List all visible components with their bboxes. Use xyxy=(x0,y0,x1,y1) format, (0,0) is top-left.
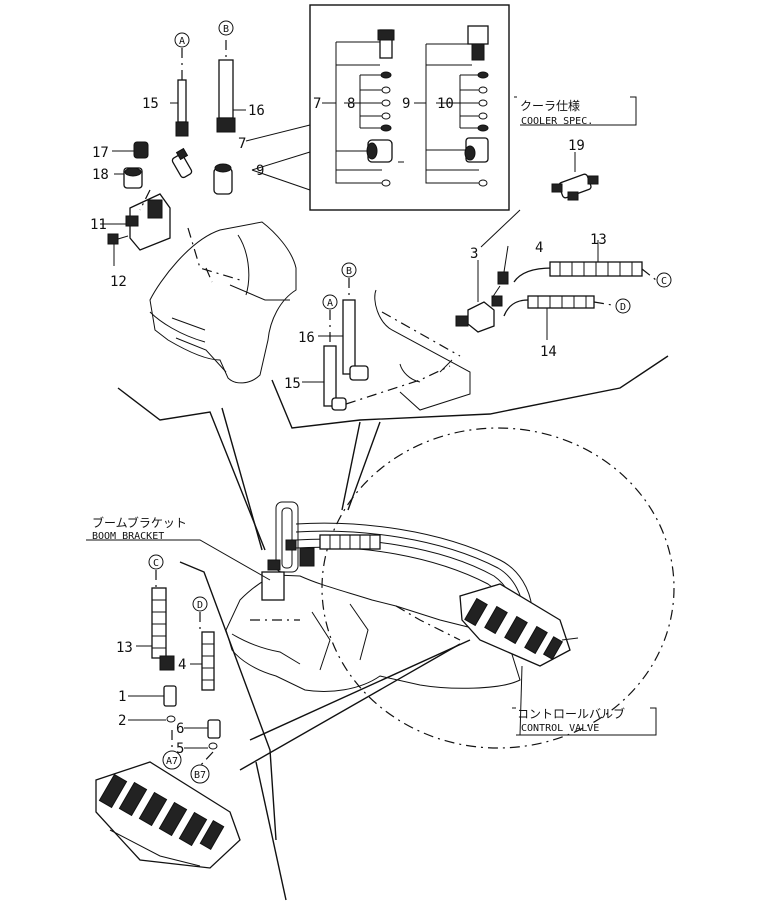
top-left-parts xyxy=(100,40,246,266)
circle-a7-label: A7 xyxy=(166,756,178,767)
circle-c-bottom xyxy=(148,554,164,570)
circle-d-right xyxy=(615,298,631,314)
swing-circle xyxy=(321,427,675,749)
leader-9-upper xyxy=(251,151,311,171)
label-12: 12 xyxy=(110,274,127,290)
boom-bracket-housing-top xyxy=(149,221,297,384)
circle-d-right-label: D xyxy=(620,302,626,313)
label-15-top: 15 xyxy=(142,96,159,112)
control-valve-bottom xyxy=(95,761,241,869)
detail-callout-lines xyxy=(117,355,669,551)
label-11: 11 xyxy=(90,217,107,233)
circle-b-top xyxy=(218,20,234,36)
cooler-leader xyxy=(480,209,521,248)
machine-body-lower xyxy=(225,574,521,692)
label-4-top: 4 xyxy=(535,240,543,256)
circle-c-right xyxy=(656,272,672,288)
circle-b7 xyxy=(190,764,210,784)
circle-b-top-label: B xyxy=(223,24,229,35)
inset-left-fittings xyxy=(322,29,404,187)
label-6: 6 xyxy=(176,721,184,737)
label-2: 2 xyxy=(118,713,126,729)
label-14: 14 xyxy=(540,344,557,360)
middle-pipes xyxy=(302,278,451,411)
label-8: 8 xyxy=(347,96,355,112)
control-valve-body xyxy=(459,583,579,667)
label-5: 5 xyxy=(176,741,184,757)
label-9-inset: 9 xyxy=(402,96,410,112)
bottom-left-parts xyxy=(128,570,221,767)
cooler-bracket xyxy=(520,96,637,126)
label-15-mid: 15 xyxy=(284,376,301,392)
label-13-bottom: 13 xyxy=(116,640,133,656)
circle-c-right-label: C xyxy=(661,276,667,287)
control-valve-en: CONTROL VALVE xyxy=(521,723,599,734)
circle-a-mid xyxy=(322,294,338,310)
label-7-top: 7 xyxy=(238,136,246,152)
boom-bracket-leader xyxy=(86,539,271,581)
leader-7 xyxy=(245,124,311,142)
cooler-valve-19 xyxy=(551,152,599,201)
cooler-spec-jp: クーラ仕様 xyxy=(520,99,580,113)
label-13-top: 13 xyxy=(590,232,607,248)
label-1: 1 xyxy=(118,689,126,705)
label-16-top: 16 xyxy=(248,103,265,119)
inset-right-fittings xyxy=(414,25,489,187)
leader-9-lower xyxy=(251,169,311,191)
circle-a-top xyxy=(174,32,190,48)
cooler-spec-en: COOLER SPEC. xyxy=(521,116,593,127)
circle-a-mid-label: A xyxy=(327,298,333,309)
circle-d-bottom-label: D xyxy=(197,600,203,611)
circle-a-top-label: A xyxy=(179,36,185,47)
boom-tubes xyxy=(261,501,533,621)
circle-a7 xyxy=(162,750,182,770)
right-hoses xyxy=(455,240,657,340)
circle-d-bottom xyxy=(192,596,208,612)
circle-b-mid-label: B xyxy=(346,266,352,277)
label-16-mid: 16 xyxy=(298,330,315,346)
label-3: 3 xyxy=(470,246,478,262)
circle-b-mid xyxy=(341,262,357,278)
label-18: 18 xyxy=(92,167,109,183)
middle-bracket-structure xyxy=(374,289,471,411)
circle-c-bottom-label: C xyxy=(153,558,159,569)
boom-bracket-en: BOOM BRACKET xyxy=(92,531,164,542)
label-10: 10 xyxy=(437,96,454,112)
detail-inset-box xyxy=(309,4,510,211)
boom-bracket-jp: ブームブラケット xyxy=(92,515,187,530)
control-valve-jp: コントロールバルブ xyxy=(517,706,625,721)
circle-b7-label: B7 xyxy=(194,770,206,781)
label-4-bottom: 4 xyxy=(178,657,186,673)
label-19: 19 xyxy=(568,138,585,154)
label-17: 17 xyxy=(92,145,109,161)
label-9-top: 9 xyxy=(256,163,264,179)
control-valve-callout xyxy=(239,639,657,771)
label-7-inset: 7 xyxy=(313,96,321,112)
bottom-callout-lines xyxy=(179,561,287,901)
